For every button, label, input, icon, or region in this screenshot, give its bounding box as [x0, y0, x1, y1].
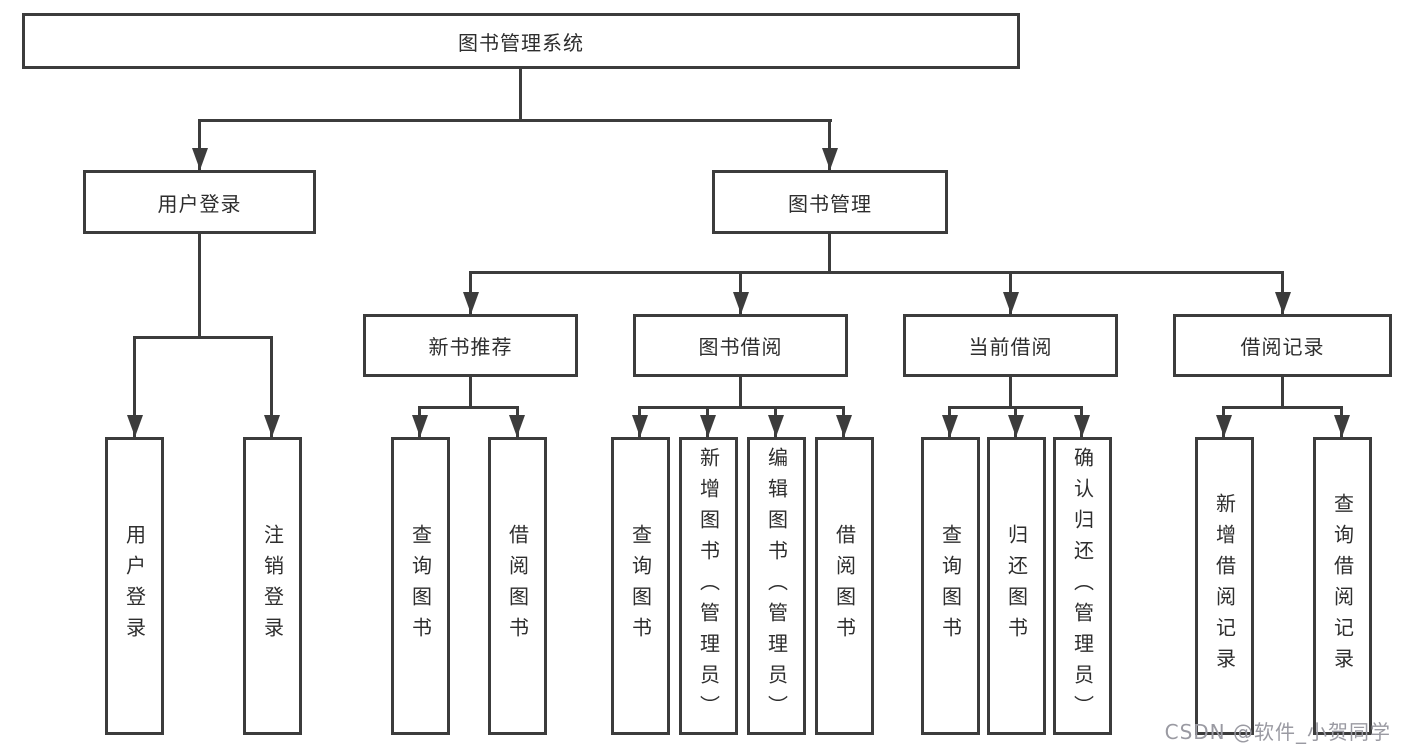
node-root-label: 图书管理系统	[458, 30, 584, 55]
connector-drop-leaf-user-login	[133, 336, 136, 437]
leaf-edit-book-admin-label: 编辑图书（管理员）	[764, 446, 789, 726]
leaf-add-borrow-record-label: 新增借阅记录	[1212, 493, 1237, 679]
connector-root-bar	[198, 119, 832, 122]
leaf-query-book-recommend: 查询图书	[391, 437, 450, 735]
leaf-add-book-admin-label: 新增图书（管理员）	[696, 446, 721, 726]
arrowhead-query3	[942, 415, 958, 437]
leaf-query-book-borrow-label: 查询图书	[628, 524, 653, 648]
leaf-query-book-borrow: 查询图书	[611, 437, 670, 735]
leaf-query-book-current-label: 查询图书	[938, 524, 963, 648]
node-borrow-record: 借阅记录	[1173, 314, 1392, 377]
leaf-borrow-book-recommend-label: 借阅图书	[505, 524, 530, 648]
leaf-edit-book-admin: 编辑图书（管理员）	[747, 437, 806, 735]
connector-borrow-record-stem	[1281, 377, 1284, 409]
connector-book-management-stem	[828, 233, 831, 274]
csdn-watermark: CSDN @软件_小贺同学	[1164, 720, 1391, 744]
connector-drop-user-login	[198, 119, 201, 170]
arrowhead-leaf-user-login	[127, 415, 143, 437]
leaf-add-book-admin: 新增图书（管理员）	[679, 437, 738, 735]
leaf-return-book-label: 归还图书	[1004, 524, 1029, 648]
leaf-query-book-recommend-label: 查询图书	[408, 524, 433, 648]
leaf-add-borrow-record: 新增借阅记录	[1195, 437, 1254, 735]
arrowhead-book-management	[822, 148, 838, 170]
arrowhead-query-record	[1334, 415, 1350, 437]
connector-drop-leaf-logout	[270, 336, 273, 437]
node-new-book-recommend-label: 新书推荐	[428, 335, 513, 359]
arrowhead-leaf-logout	[264, 415, 280, 437]
leaf-logout: 注销登录	[243, 437, 302, 735]
arrowhead-return-book	[1008, 415, 1024, 437]
node-user-login: 用户登录	[83, 170, 316, 234]
connector-new-book-bar	[418, 406, 519, 409]
node-book-borrow: 图书借阅	[633, 314, 848, 377]
leaf-borrow-book-recommend: 借阅图书	[488, 437, 547, 735]
arrowhead-new-book	[463, 292, 479, 314]
connector-book-borrow-bar	[638, 406, 845, 409]
arrowhead-add-book	[700, 415, 716, 437]
leaf-query-borrow-record-label: 查询借阅记录	[1330, 493, 1355, 679]
connector-book-borrow-stem	[739, 377, 742, 409]
node-new-book-recommend: 新书推荐	[363, 314, 578, 377]
arrowhead-query1	[412, 415, 428, 437]
leaf-query-borrow-record: 查询借阅记录	[1313, 437, 1372, 735]
leaf-borrow-book-label: 借阅图书	[832, 524, 857, 648]
arrowhead-user-login	[192, 148, 208, 170]
leaf-borrow-book: 借阅图书	[815, 437, 874, 735]
arrowhead-edit-book	[768, 415, 784, 437]
connector-new-book-stem	[469, 377, 472, 409]
node-current-borrow-label: 当前借阅	[968, 335, 1053, 359]
node-root-system: 图书管理系统	[22, 13, 1020, 69]
connector-current-borrow-stem	[1009, 377, 1012, 409]
node-borrow-record-label: 借阅记录	[1240, 335, 1325, 359]
arrowhead-borrow-record	[1275, 292, 1291, 314]
node-user-login-label: 用户登录	[157, 191, 242, 216]
leaf-logout-label: 注销登录	[260, 524, 285, 648]
arrowhead-confirm-return	[1074, 415, 1090, 437]
node-current-borrow: 当前借阅	[903, 314, 1118, 377]
leaf-confirm-return-admin: 确认归还（管理员）	[1053, 437, 1112, 735]
connector-drop-book-management	[828, 119, 831, 170]
leaf-user-login-label: 用户登录	[122, 524, 147, 648]
arrowhead-borrow2	[836, 415, 852, 437]
leaf-query-book-current: 查询图书	[921, 437, 980, 735]
leaf-user-login: 用户登录	[105, 437, 164, 735]
node-book-management: 图书管理	[712, 170, 948, 234]
connector-root-stem	[519, 68, 522, 121]
arrowhead-borrow1	[509, 415, 525, 437]
node-book-management-label: 图书管理	[788, 191, 872, 216]
arrowhead-current-borrow	[1003, 292, 1019, 314]
arrowhead-book-borrow	[733, 292, 749, 314]
connector-book-management-bar	[469, 271, 1283, 274]
arrowhead-query2	[632, 415, 648, 437]
connector-user-login-stem	[198, 233, 201, 338]
node-book-borrow-label: 图书借阅	[698, 335, 783, 359]
leaf-confirm-return-admin-label: 确认归还（管理员）	[1070, 446, 1095, 726]
connector-user-login-bar	[133, 336, 273, 339]
leaf-return-book: 归还图书	[987, 437, 1046, 735]
connector-borrow-record-bar	[1222, 406, 1343, 409]
arrowhead-add-record	[1216, 415, 1232, 437]
